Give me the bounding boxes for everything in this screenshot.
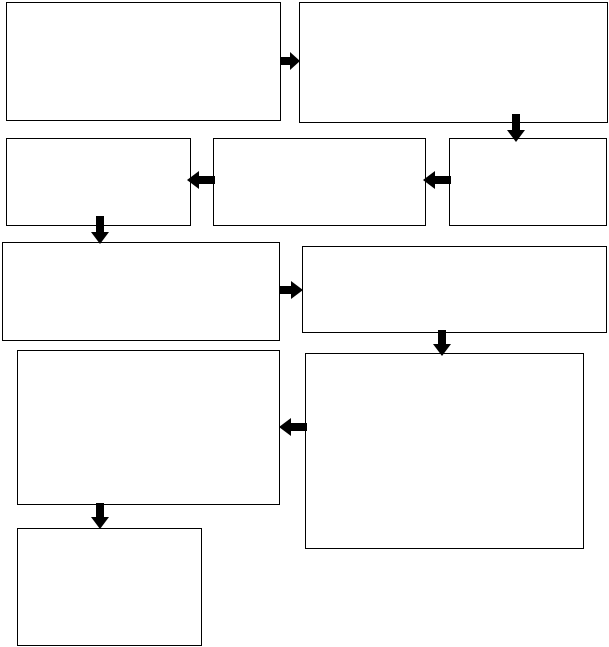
- arrow-left-icon: [187, 171, 215, 189]
- flow-box-6: [2, 242, 280, 341]
- arrow-left-icon: [423, 171, 451, 189]
- flow-box-2: [299, 2, 608, 123]
- arrow-down-icon: [91, 503, 109, 529]
- flow-box-8: [305, 353, 584, 549]
- flow-box-4: [213, 138, 426, 226]
- arrow-down-icon: [433, 330, 451, 356]
- flow-box-1: [6, 2, 281, 121]
- flow-box-7: [302, 246, 607, 333]
- arrow-down-icon: [91, 216, 109, 244]
- flow-box-3: [449, 138, 607, 226]
- flow-box-5: [6, 138, 191, 226]
- flow-box-10: [17, 528, 202, 646]
- arrow-left-icon: [279, 418, 307, 436]
- flow-box-9: [17, 350, 280, 505]
- arrow-down-icon: [507, 114, 525, 142]
- arrow-right-icon: [280, 52, 300, 70]
- arrow-right-icon: [279, 281, 303, 299]
